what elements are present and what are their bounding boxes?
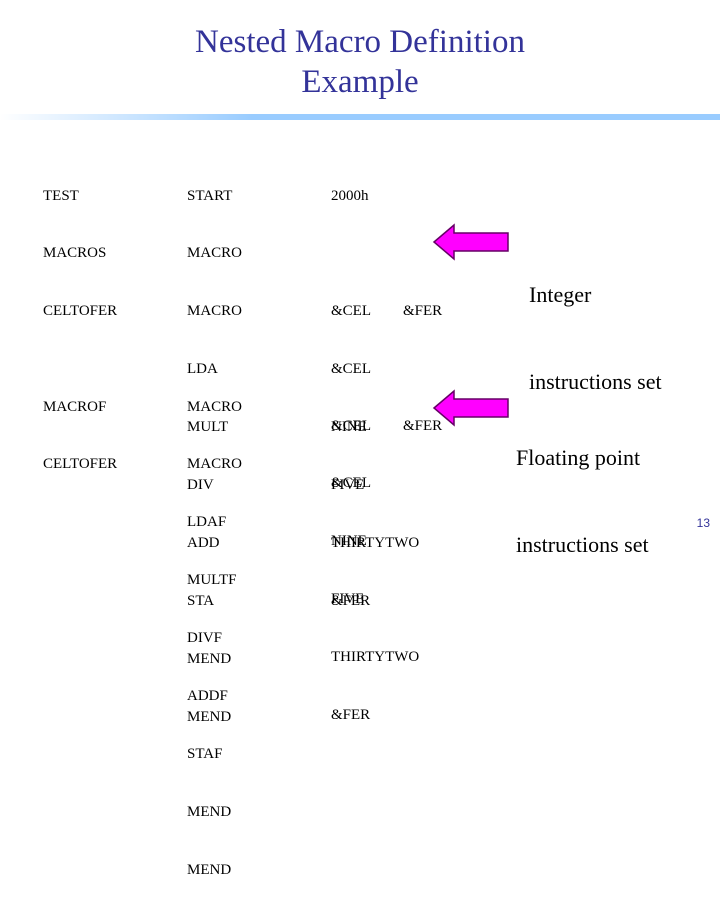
title-underline: [0, 114, 720, 120]
page-number: 13: [696, 516, 710, 530]
op: MEND: [187, 861, 232, 878]
op: LDA: [187, 361, 218, 378]
op: MACRO: [187, 398, 243, 415]
op: DIVF: [187, 630, 223, 647]
label: TEST: [43, 187, 79, 204]
op: MACRO: [187, 456, 243, 473]
block2-labels: MACROF CELTOFER: [43, 359, 117, 494]
operand: &FER: [403, 303, 443, 320]
block2-note: Floating point instructions set: [516, 385, 649, 588]
operand: FIVE: [331, 477, 365, 494]
label: CELTOFER: [43, 303, 118, 320]
operand: &CEL: [331, 361, 371, 378]
note-line-1: Integer: [529, 282, 592, 307]
op: START: [187, 187, 233, 204]
operand: [403, 187, 442, 206]
note-line-2: instructions set: [529, 369, 662, 394]
op: MULT: [187, 419, 229, 436]
label: MACROF: [43, 398, 107, 415]
op: MACRO: [187, 245, 243, 262]
operand: &CEL: [331, 417, 371, 434]
arrow-left-icon: [432, 389, 509, 427]
arrow-left-icon: [432, 223, 509, 261]
operand: NINE: [331, 533, 367, 550]
label: MACROS: [43, 245, 107, 262]
op: STAF: [187, 745, 223, 762]
operand: &CEL: [331, 303, 371, 320]
block2-ops: MACRO MACRO LDAF MULTF DIVF ADDF STAF ME…: [187, 359, 242, 899]
title-line-1: Nested Macro Definition: [195, 24, 525, 60]
op: DIV: [187, 477, 214, 494]
operand: THIRTYTWO: [331, 649, 420, 666]
operand: FIVE: [331, 591, 365, 608]
block1-note: Integer instructions set: [529, 222, 662, 425]
operand: 2000h: [331, 187, 369, 204]
operand: &FER: [331, 707, 371, 724]
label: CELTOFER: [43, 456, 118, 473]
title-line-2: Example: [301, 64, 419, 100]
slide-title: Nested Macro Definition Example: [0, 22, 720, 102]
block1-labels: TEST MACROS CELTOFER: [43, 148, 117, 341]
note-line-1: Floating point: [516, 445, 641, 470]
operand: &FER: [403, 417, 443, 434]
note-line-2: instructions set: [516, 532, 649, 557]
op: MULTF: [187, 572, 237, 589]
op: MACRO: [187, 303, 243, 320]
op: MEND: [187, 803, 232, 820]
block1-operands-b: &FER: [403, 148, 442, 341]
block2-operands-b: &FER: [403, 378, 442, 455]
operand: NINE: [331, 419, 367, 436]
op: ADDF: [187, 688, 228, 705]
operand: &CEL: [331, 475, 371, 492]
op: LDAF: [187, 514, 227, 531]
